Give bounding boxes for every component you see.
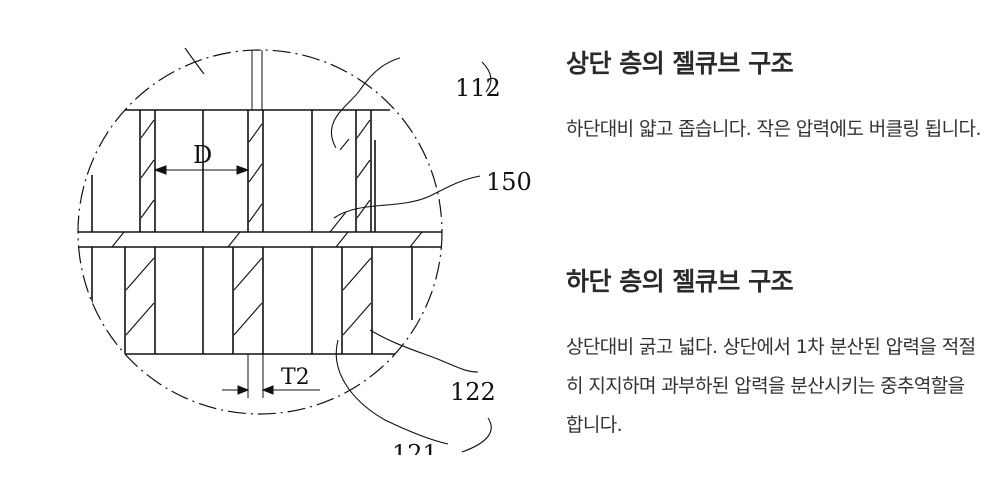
lower-layer-description: 상단대비 굵고 넓다. 상단에서 1차 분산된 압력을 적절히 지지하며 과부하…: [566, 336, 976, 436]
label-122: 122: [450, 378, 496, 406]
upper-layer-description: 하단대비 얇고 좁습니다. 작은 압력에도 버클링 됩니다.: [566, 118, 981, 140]
leader-122: [369, 329, 479, 373]
lower-gel-cube-layer: [78, 247, 442, 355]
label-112: 112: [455, 74, 501, 102]
leader-150: [333, 175, 481, 219]
leader-top-left: [184, 47, 205, 75]
dimension-t2: [222, 354, 320, 398]
lower-layer-section: 하단 층의 젤큐브 구조 상단대비 굵고 넓다. 상단에서 1차 분산된 압력을…: [566, 262, 986, 445]
patent-detail-diagram: D T2 112 150 122 121: [77, 47, 532, 468]
label-d: D: [193, 141, 212, 169]
boundary-band-150: [78, 231, 442, 248]
leader-112: [330, 57, 401, 149]
brace-112: [481, 61, 492, 93]
upper-layer-section: 상단 층의 젤큐브 구조 하단대비 얇고 좁습니다. 작은 압력에도 버클링 됩…: [566, 44, 986, 149]
upper-layer-title: 상단 층의 젤큐브 구조: [566, 49, 794, 78]
dimension-d: [153, 165, 250, 175]
upper-gel-cube-layer: [78, 109, 390, 233]
label-t2: T2: [281, 365, 310, 390]
lower-layer-title: 하단 층의 젤큐브 구조: [566, 267, 794, 296]
brace-121: [461, 417, 492, 453]
label-150: 150: [486, 168, 532, 196]
leader-121: [335, 339, 449, 445]
